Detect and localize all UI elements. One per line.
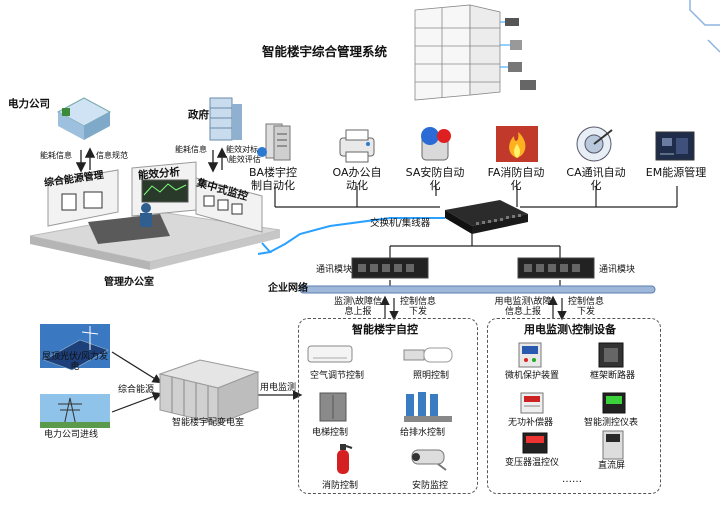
switch-label: 交换机/集线器 xyxy=(370,218,431,229)
system-label-ca: CA通讯自动化 xyxy=(566,166,626,193)
grid-label: 电力公司进线 xyxy=(44,430,99,440)
building-automation-title: 智能楼宇自控 xyxy=(352,323,418,336)
building-devices xyxy=(500,18,536,90)
flow-right-down-text: 控制信息下发 xyxy=(567,297,604,318)
comm-module-right xyxy=(517,257,595,279)
box-right-item-4: 变压器温控仪 xyxy=(505,458,560,468)
gov-eval-text: 能效对标\能效评估 xyxy=(226,145,261,164)
power-company-label: 电力公司 xyxy=(8,98,50,110)
office-caption: 管理办公室 xyxy=(104,277,154,288)
flow-left-up: 监测\故障信息上报 xyxy=(332,297,384,318)
solar-label-text: 屋顶光伏/风力发电 xyxy=(41,352,109,373)
flow-left-up-text: 监测\故障信息上报 xyxy=(333,297,383,318)
comm-module-left xyxy=(351,257,429,279)
flow-right-up: 用电监测\故障信息上报 xyxy=(494,297,552,318)
office-illustration xyxy=(29,161,281,270)
building-automation-box xyxy=(298,318,478,494)
government-label: 政府 xyxy=(188,109,209,121)
flow-left-down: 控制信息下发 xyxy=(398,297,438,318)
system-label-oa: OA办公自动化 xyxy=(332,166,382,193)
grid-image xyxy=(40,394,110,428)
printer-icon xyxy=(334,126,380,166)
box-right-item-1: 框架断路器 xyxy=(590,371,636,381)
power-monitor-box xyxy=(487,318,661,494)
enterprise-network-bar xyxy=(299,285,656,294)
system-label-em: EM能源管理 xyxy=(645,166,707,179)
gov-energy-info-label: 能耗信息 xyxy=(175,145,207,154)
system-label-fa: FA消防自动化 xyxy=(487,166,545,193)
flow-left-down-text: 控制信息下发 xyxy=(399,297,436,318)
box-right-item-5: 直流屏 xyxy=(598,461,626,471)
box-left-item-5: 安防监控 xyxy=(412,481,449,491)
satellite-dish-icon xyxy=(572,124,618,164)
alarm-siren-icon xyxy=(414,124,460,164)
substation-cabinets xyxy=(158,359,260,425)
system-label-sa: SA安防自动化 xyxy=(405,166,465,193)
building-wireframe xyxy=(414,4,501,101)
power-monitor-title: 用电监测\控制设备 xyxy=(524,323,617,336)
box-right-item-3: 智能测控仪表 xyxy=(584,418,639,428)
fire-icon xyxy=(494,124,540,164)
government-building xyxy=(209,97,242,141)
comm-module-label-right: 通讯模块 xyxy=(599,265,636,275)
box-left-item-1: 照明控制 xyxy=(413,371,450,381)
server-icon xyxy=(252,122,298,162)
box-right-item-2: 无功补偿器 xyxy=(508,418,554,428)
solar-label: 屋顶光伏/风力发电 xyxy=(40,352,110,373)
page-title: 智能楼宇综合管理系统 xyxy=(262,44,388,59)
energy-info-label: 能耗信息 xyxy=(40,151,72,160)
substation-label: 智能楼宇配变电室 xyxy=(172,418,245,428)
comm-module-label-left: 通讯模块 xyxy=(316,265,353,275)
solar-image xyxy=(40,324,110,371)
circuit-board-icon xyxy=(652,126,698,166)
enterprise-network-label: 企业网络 xyxy=(268,283,308,294)
switch-device xyxy=(445,200,528,234)
integrated-energy-label: 综合能源 xyxy=(118,385,155,395)
box-left-item-3: 给排水控制 xyxy=(400,428,446,438)
box-right-more: …… xyxy=(562,474,582,485)
box-left-item-2: 电梯控制 xyxy=(312,428,349,438)
box-left-item-0: 空气调节控制 xyxy=(310,371,365,381)
network-cable xyxy=(269,217,445,253)
flow-right-up-text: 用电监测\故障信息上报 xyxy=(494,297,552,318)
system-label-ba: BA楼宇控制自动化 xyxy=(248,166,298,193)
info-spec-label: 信息规范 xyxy=(96,151,128,160)
box-right-item-0: 微机保护装置 xyxy=(505,371,560,381)
power-company-building xyxy=(56,97,112,140)
flow-right-down: 控制信息下发 xyxy=(566,297,606,318)
system-bus-lines xyxy=(274,186,678,288)
power-monitor-flow-label: 用电监测 xyxy=(260,383,297,393)
gov-eval-label: 能效对标\能效评估 xyxy=(226,145,266,164)
box-left-item-4: 消防控制 xyxy=(322,481,359,491)
